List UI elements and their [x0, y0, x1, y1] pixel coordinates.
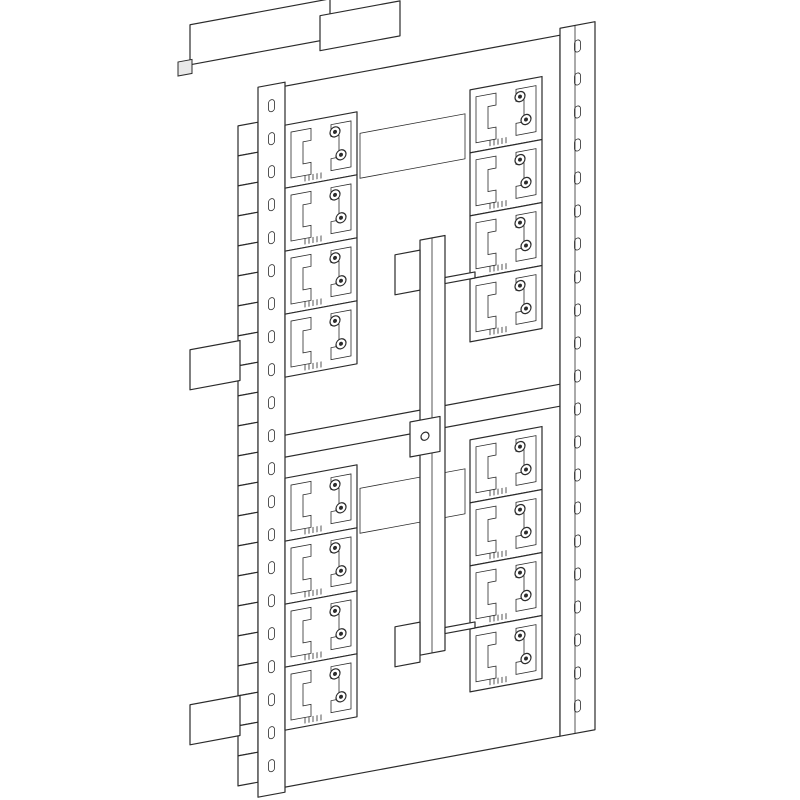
rail-slot: [574, 171, 581, 185]
rail-slot: [574, 567, 581, 581]
side-module: [237, 661, 259, 697]
side-module: [237, 601, 259, 637]
vertical-bar: [394, 234, 476, 668]
side-module: [237, 511, 259, 547]
side-module: [237, 751, 259, 787]
rail-slot: [574, 204, 581, 218]
rail-slot: [268, 198, 275, 212]
side-module: [237, 571, 259, 607]
rail-slot: [268, 297, 275, 311]
terminal-block: [469, 264, 543, 343]
rail-slot: [574, 534, 581, 548]
side-module: [237, 181, 259, 217]
terminal-block: [469, 201, 543, 280]
rail-slot: [268, 231, 275, 245]
side-module: [237, 271, 259, 307]
side-module: [237, 211, 259, 247]
rear-top-module: [177, 0, 401, 77]
rail-slot: [574, 369, 581, 383]
rail-slot: [268, 429, 275, 443]
rail-slot: [574, 402, 581, 416]
rail-slot: [268, 594, 275, 608]
side-module: [237, 121, 259, 157]
rail-slot: [574, 105, 581, 119]
side-module: [237, 541, 259, 577]
terminal-block: [284, 111, 358, 189]
terminal-block: [469, 75, 543, 154]
rail-slot: [574, 138, 581, 152]
rail-slot: [574, 699, 581, 713]
side-module: [237, 481, 259, 517]
terminal-block: [469, 551, 543, 630]
rail-slot: [574, 72, 581, 86]
terminal-block: [284, 237, 358, 315]
rail-slot: [268, 495, 275, 509]
terminal-block: [284, 174, 358, 252]
terminal-group-lower-left: [284, 464, 358, 731]
side-module: [237, 361, 259, 397]
rail-slot: [268, 363, 275, 377]
right-rail: [559, 21, 596, 737]
rail-body: [257, 81, 286, 798]
rail-slot: [574, 237, 581, 251]
terminal-block: [284, 590, 358, 668]
side-module: [237, 151, 259, 187]
side-module: [237, 721, 259, 757]
rail-slot: [268, 165, 275, 179]
terminal-group-lower-right: [469, 425, 543, 693]
rail-slot: [268, 627, 275, 641]
rail-slot: [574, 666, 581, 680]
rail-slot: [268, 726, 275, 740]
side-module: [237, 391, 259, 427]
rail-slot: [574, 501, 581, 515]
rail-slot: [574, 270, 581, 284]
rail-slot: [268, 132, 275, 146]
terminal-block: [469, 614, 543, 693]
rail-slot: [268, 660, 275, 674]
terminal-block: [284, 464, 358, 542]
terminal-block: [284, 653, 358, 731]
rail-body: [559, 21, 596, 737]
side-module: [237, 241, 259, 277]
terminal-block: [469, 138, 543, 217]
terminal-group-upper-right: [469, 75, 543, 343]
rear-side-modules: [189, 121, 259, 787]
side-module: [237, 421, 259, 457]
rail-slot: [268, 396, 275, 410]
rail-slot: [574, 468, 581, 482]
side-module: [237, 301, 259, 337]
rail-slot: [574, 600, 581, 614]
side-bracket: [189, 694, 241, 746]
rail-slot: [574, 435, 581, 449]
rail-slot: [574, 303, 581, 317]
rail-slot: [574, 633, 581, 647]
rail-slot: [268, 264, 275, 278]
rail-slot: [268, 759, 275, 773]
side-module: [237, 631, 259, 667]
rail-slot: [268, 330, 275, 344]
rail-slot: [574, 39, 581, 53]
terminal-block: [284, 300, 358, 378]
rail-slot: [268, 99, 275, 113]
side-module: [237, 691, 259, 727]
rail-slot: [268, 693, 275, 707]
rail-slot: [268, 462, 275, 476]
terminal-group-upper-left: [284, 111, 358, 378]
rail-slot: [268, 528, 275, 542]
side-module: [237, 451, 259, 487]
rail-slot: [268, 561, 275, 575]
rail-slot: [574, 336, 581, 350]
side-bracket: [189, 339, 241, 391]
busbar-labels: [359, 113, 466, 534]
side-module: [237, 331, 259, 367]
left-rail: [257, 81, 286, 798]
